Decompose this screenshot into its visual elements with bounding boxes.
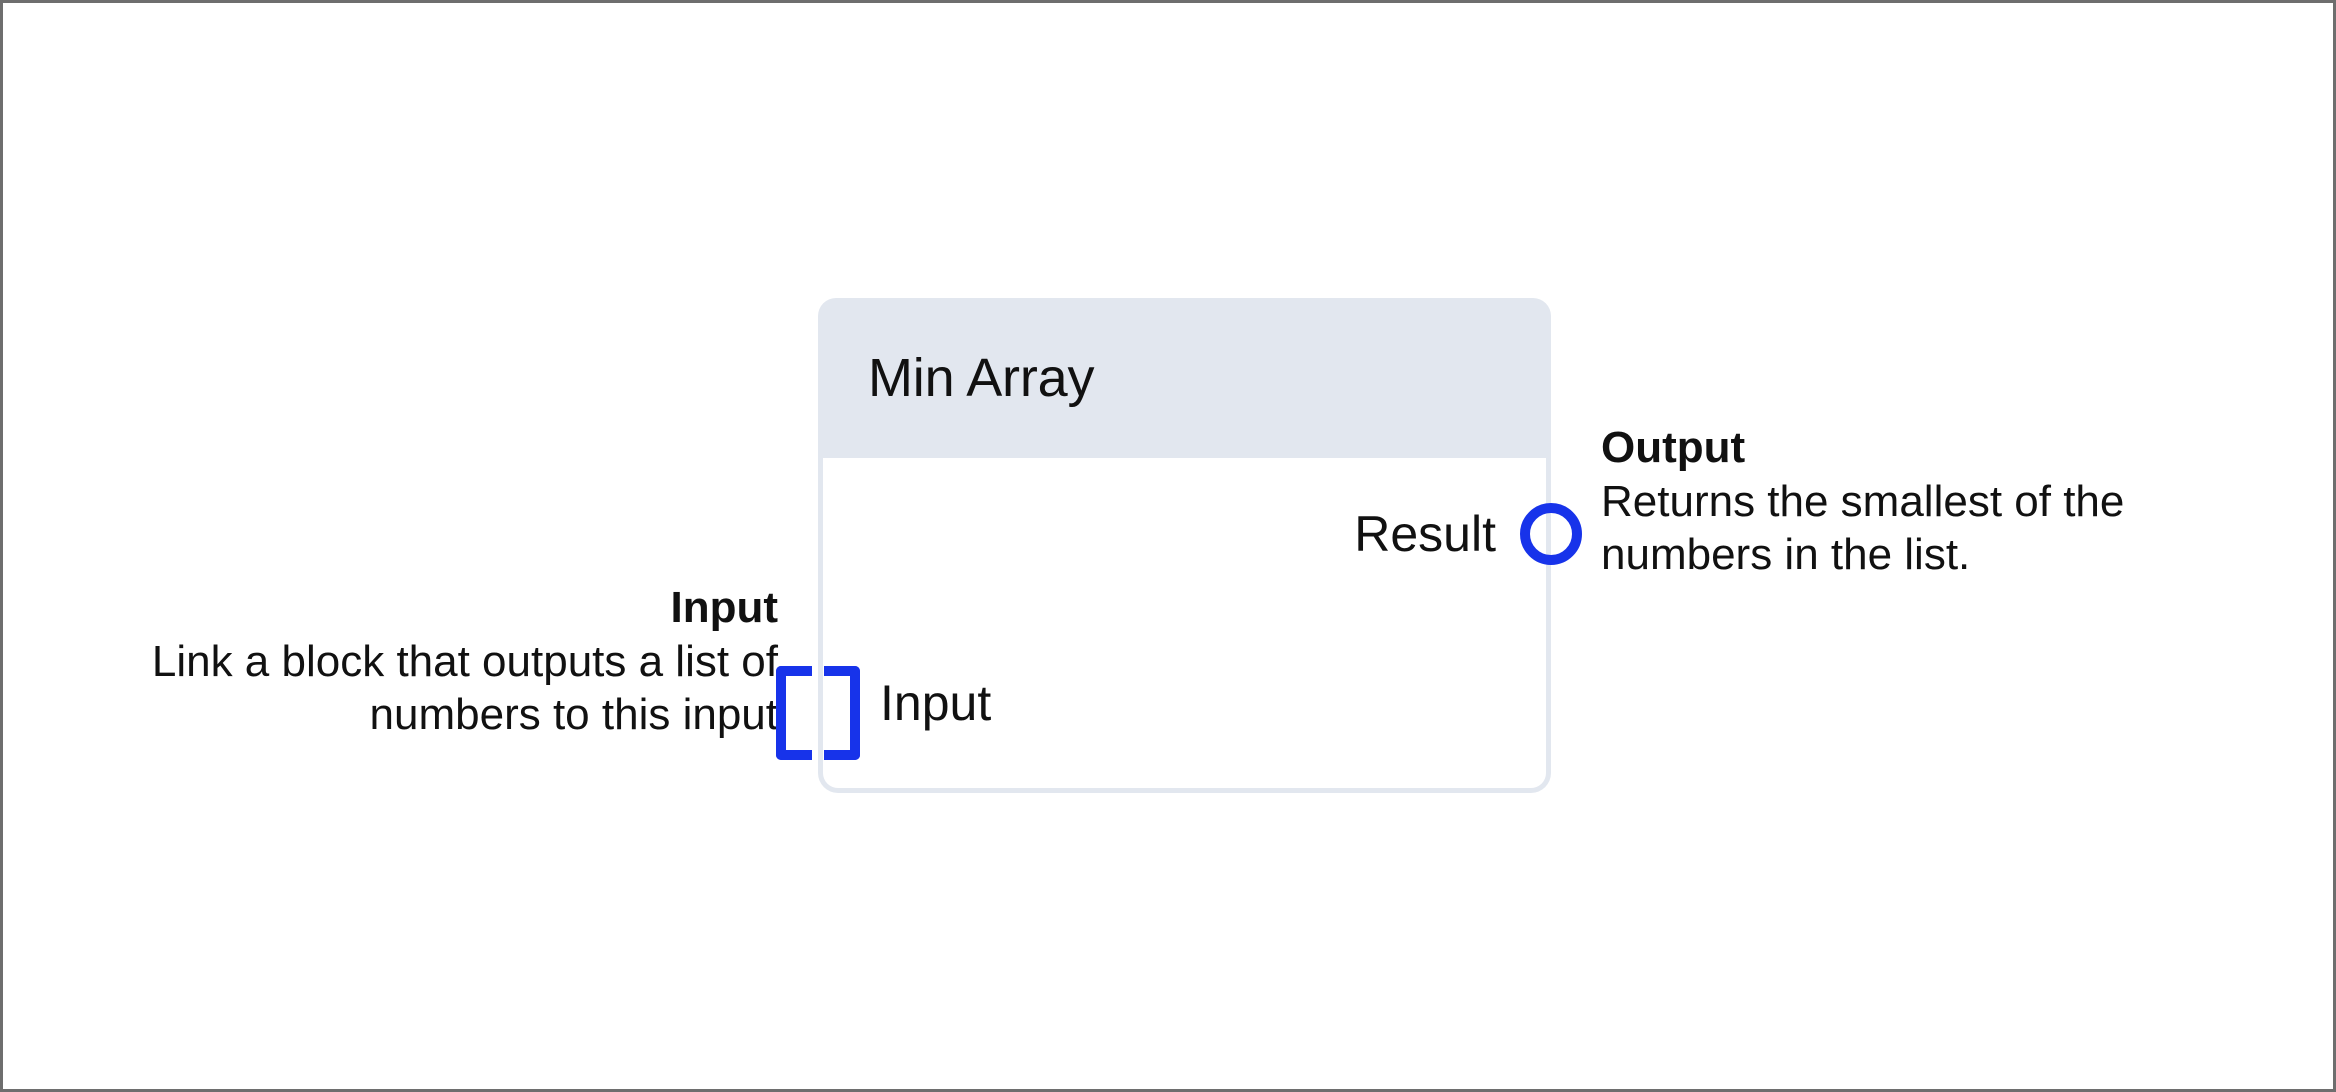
block-title: Min Array [868,348,1095,408]
output-annotation: Output Returns the smallest of the numbe… [1601,421,2221,582]
input-annotation-title: Input [670,583,778,632]
array-bracket-icon[interactable] [776,666,860,760]
input-annotation: Input Link a block that outputs a list o… [78,581,778,742]
output-annotation-title: Output [1601,423,1746,472]
block-header[interactable]: Min Array [818,298,1551,458]
input-port-label: Input [880,675,992,731]
block-canvas[interactable]: Input Link a block that outputs a list o… [3,3,2333,1089]
input-port-row[interactable]: Input [776,666,992,760]
circle-port-icon[interactable] [1520,503,1582,565]
output-port-row[interactable]: Result [1354,503,1582,565]
output-annotation-text: Returns the smallest of the numbers in t… [1601,476,2125,580]
input-annotation-text: Link a block that outputs a list of numb… [151,636,778,740]
block-body [818,458,1551,793]
output-port-label: Result [1354,506,1496,562]
min-array-block[interactable]: Min Array Result Input [776,298,1582,793]
